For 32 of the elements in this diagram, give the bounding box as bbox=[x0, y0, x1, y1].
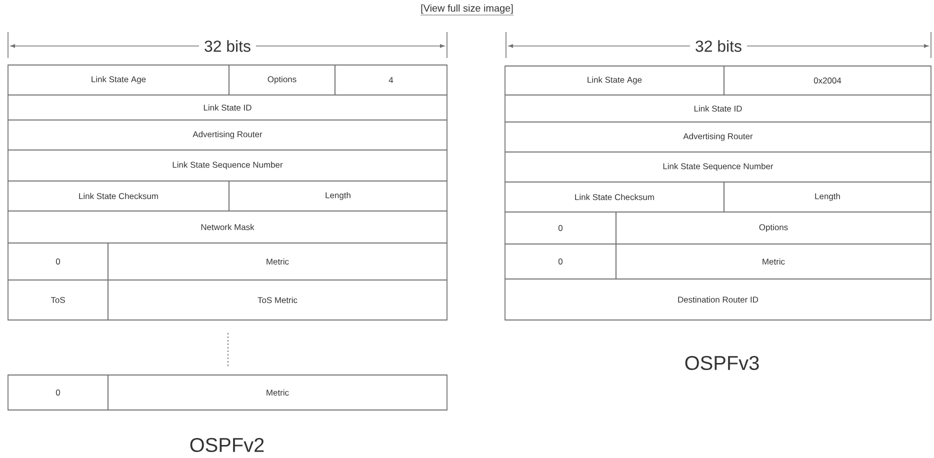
view-link: [View full size image] bbox=[420, 4, 514, 16]
packet-field: Link State Checksum bbox=[504, 182, 724, 212]
packet-field: Link State Age bbox=[504, 66, 724, 96]
packet-field: Link State ID bbox=[8, 94, 448, 120]
packet-field: Link State Sequence Number bbox=[8, 150, 448, 182]
packet-field: Length bbox=[228, 180, 448, 212]
packet-field: 0 bbox=[8, 242, 108, 280]
packet-field: Length bbox=[724, 182, 932, 212]
packet-field: Metric bbox=[616, 244, 932, 280]
packet-field: Options bbox=[616, 212, 932, 244]
packet-field: Link State ID bbox=[504, 94, 932, 122]
packet-field: 0 bbox=[8, 374, 108, 410]
packet-field: 4 bbox=[334, 64, 448, 96]
packet-field: Metric bbox=[108, 242, 448, 280]
dimension-label: 32 bits bbox=[690, 35, 747, 57]
figure-caption: OSPFv2 bbox=[190, 438, 264, 452]
packet-field: ToS bbox=[8, 280, 108, 320]
packet-field: ToS Metric bbox=[108, 280, 448, 320]
dimension-label: 32 bits bbox=[199, 35, 256, 57]
packet-field: Metric bbox=[108, 374, 448, 410]
packet-field: Network Mask bbox=[8, 210, 448, 244]
packet-field: Destination Router ID bbox=[504, 278, 932, 320]
packet-field: Options bbox=[228, 64, 336, 96]
figure-caption: OSPFv3 bbox=[685, 356, 759, 370]
packet-field: Link State Checksum bbox=[8, 180, 230, 212]
packet-field: 0 bbox=[504, 212, 616, 244]
packet-field: 0 bbox=[504, 244, 616, 280]
packet-field: Link State Age bbox=[8, 64, 230, 96]
packet-field: Advertising Router bbox=[504, 122, 932, 152]
packet-field: 0x2004 bbox=[724, 66, 932, 96]
packet-field: Advertising Router bbox=[8, 120, 448, 150]
packet-field: Link State Sequence Number bbox=[504, 152, 932, 182]
